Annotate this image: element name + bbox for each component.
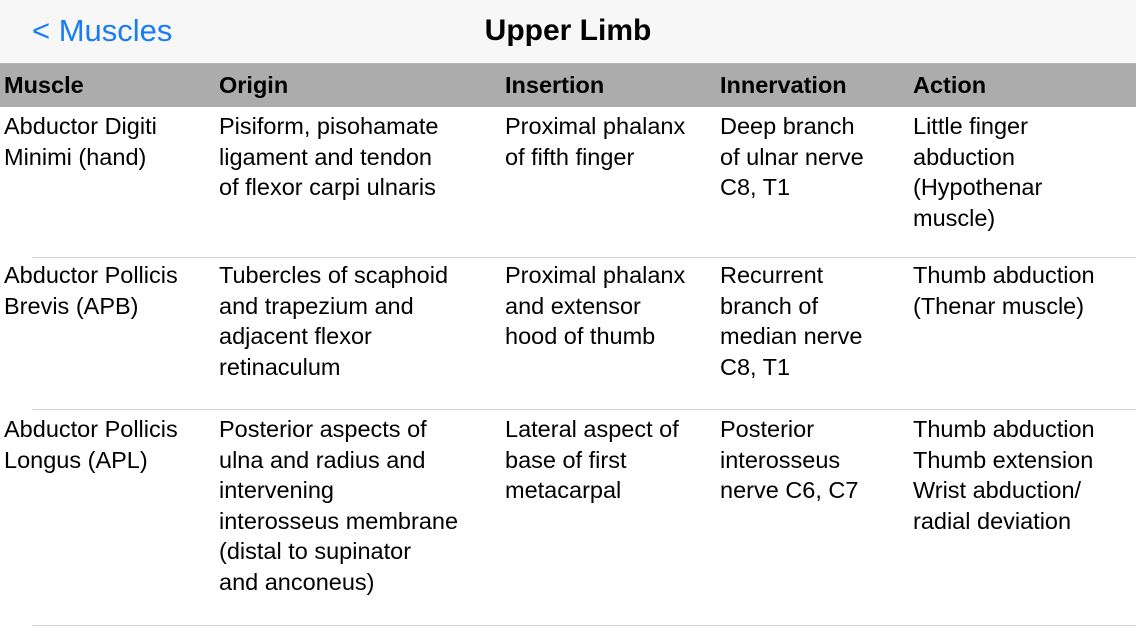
cell-innervation: Posterior interosseus nerve C6, C7 <box>720 416 859 503</box>
cell-muscle: Abductor Digiti Minimi (hand) <box>4 113 157 170</box>
navigation-bar: < Muscles Upper Limb <box>0 0 1136 64</box>
cell-action: Little finger abduction (Hypothenar musc… <box>913 113 1043 231</box>
row-separator <box>32 257 1136 258</box>
column-header-innervation[interactable]: Innervation <box>720 72 847 98</box>
row-separator <box>32 409 1136 410</box>
cell-origin: Pisiform, pisohamate ligament and tendon… <box>219 113 439 200</box>
table-row[interactable]: Abductor Digiti Minimi (hand) Pisiform, … <box>0 107 1136 258</box>
table-row[interactable]: Abductor Pollicis Brevis (APB) Tubercles… <box>0 258 1136 410</box>
column-header-muscle[interactable]: Muscle <box>4 72 84 98</box>
cell-muscle: Abductor Pollicis Longus (APL) <box>4 416 178 473</box>
cell-origin: Tubercles of scaphoid and trapezium and … <box>219 262 449 380</box>
column-header-origin[interactable]: Origin <box>219 72 289 98</box>
column-header-insertion[interactable]: Insertion <box>505 72 605 98</box>
back-button[interactable]: < Muscles <box>32 13 173 48</box>
column-header-action[interactable]: Action <box>913 72 987 98</box>
cell-action: Thumb abduction Thumb extension Wrist ab… <box>913 416 1095 534</box>
cell-insertion: Proximal phalanx and extensor hood of th… <box>505 262 686 349</box>
cell-origin: Posterior aspects of ulna and radius and… <box>219 416 459 595</box>
cell-insertion: Proximal phalanx of fifth finger <box>505 113 686 170</box>
table-row[interactable]: Abductor Pollicis Longus (APL) Posterior… <box>0 410 1136 626</box>
row-separator <box>32 625 1136 626</box>
muscle-table: Muscle Origin Insertion Innervation Acti… <box>0 64 1136 626</box>
table-header-row: Muscle Origin Insertion Innervation Acti… <box>0 64 1136 107</box>
cell-muscle: Abductor Pollicis Brevis (APB) <box>4 262 178 319</box>
cell-innervation: Deep branch of ulnar nerve C8, T1 <box>720 113 864 200</box>
cell-action: Thumb abduction (Thenar muscle) <box>913 262 1095 319</box>
cell-insertion: Lateral aspect of base of first metacarp… <box>505 416 679 503</box>
cell-innervation: Recurrent branch of median nerve C8, T1 <box>720 262 863 380</box>
page-title: Upper Limb <box>484 14 652 47</box>
